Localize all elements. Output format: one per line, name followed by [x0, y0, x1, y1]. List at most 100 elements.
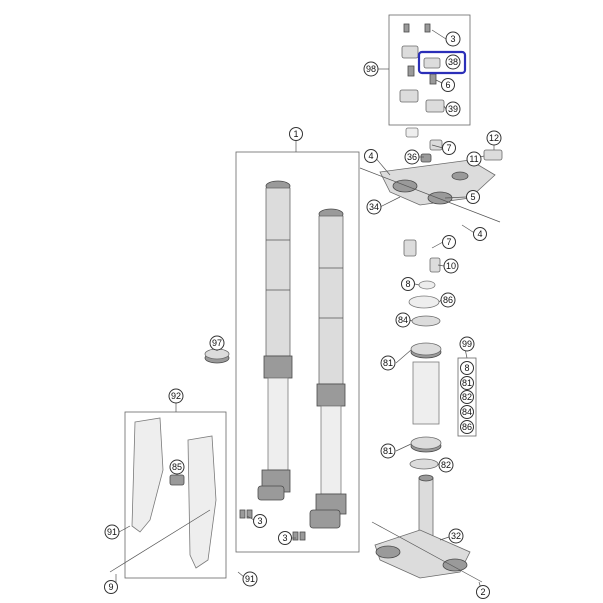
svg-text:6: 6: [445, 80, 450, 90]
kit99-item-8: 8: [460, 361, 474, 375]
callout-82: 82: [438, 457, 454, 473]
callout-2: 2: [476, 585, 490, 599]
fork-guard-box: [124, 411, 227, 579]
svg-text:8: 8: [464, 363, 469, 373]
callout-32: 32: [448, 528, 464, 544]
callout-34: 34: [366, 199, 382, 215]
bearing-top: [410, 342, 442, 359]
fork-guard-left: [131, 417, 164, 533]
svg-text:3: 3: [282, 533, 287, 543]
svg-text:3: 3: [257, 516, 262, 526]
o-ring: [418, 280, 436, 290]
svg-text:36: 36: [407, 152, 417, 162]
svg-text:3: 3: [450, 34, 455, 44]
svg-text:81: 81: [462, 378, 472, 388]
kit99-item-86: 86: [460, 420, 474, 434]
head-tube-outline: [412, 361, 440, 425]
fork-guard-right: [187, 435, 217, 569]
callout-7-bottom: 7: [442, 235, 456, 249]
svg-text:84: 84: [462, 407, 472, 417]
svg-text:10: 10: [446, 261, 456, 271]
steering-stem: [418, 474, 434, 549]
callout-10: 10: [443, 258, 459, 274]
guard-centerline: [109, 509, 211, 573]
callout-84: 84: [395, 312, 411, 328]
svg-text:86: 86: [443, 295, 453, 305]
fork-assembly-box: [235, 151, 360, 553]
svg-text:82: 82: [441, 460, 451, 470]
callout-7-top: 7: [442, 141, 456, 155]
svg-text:91: 91: [245, 574, 255, 584]
callout-12: 12: [486, 130, 502, 146]
svg-text:91: 91: [107, 527, 117, 537]
svg-text:81: 81: [383, 358, 393, 368]
lower-clamp-axis: [371, 521, 483, 583]
axle-clamp-bolts-left: [239, 509, 253, 519]
callout-5: 5: [466, 190, 480, 204]
svg-text:99: 99: [462, 339, 472, 349]
callout-1: 1: [289, 127, 303, 141]
svg-text:9: 9: [108, 582, 113, 592]
handlebar-clamp: [483, 149, 503, 161]
lower-triple-clamp: [374, 529, 471, 579]
callout-4-bottom: 4: [473, 227, 487, 241]
leader-lines: [115, 29, 495, 593]
kit99-item-81: 81: [460, 376, 474, 390]
seal-ring-bottom: [409, 458, 439, 470]
callout-11: 11: [466, 151, 482, 167]
svg-text:98: 98: [366, 64, 376, 74]
svg-text:82: 82: [462, 392, 472, 402]
axle-clamp-bolts-right: [292, 531, 306, 541]
callout-3-left: 3: [253, 514, 267, 528]
svg-text:5: 5: [470, 192, 475, 202]
callout-4-top: 4: [364, 149, 378, 163]
fork-leg-left: [257, 180, 293, 501]
callout-91-bottom: 91: [242, 571, 258, 587]
svg-text:38: 38: [448, 57, 458, 67]
svg-text:34: 34: [369, 202, 379, 212]
svg-text:7: 7: [446, 237, 451, 247]
ring-nut: [204, 348, 230, 364]
svg-text:8: 8: [405, 279, 410, 289]
svg-text:85: 85: [172, 462, 182, 472]
svg-text:97: 97: [212, 338, 222, 348]
svg-text:12: 12: [489, 133, 499, 143]
callout-86: 86: [440, 292, 456, 308]
svg-text:1: 1: [293, 129, 298, 139]
callout-85: 85: [169, 459, 185, 475]
callout-3-right: 3: [278, 531, 292, 545]
clamp-kit-parts: [399, 23, 445, 113]
lower-rubber-mounts: [403, 239, 441, 273]
dust-seal-top: [408, 295, 440, 309]
kit99-item-84: 84: [460, 405, 474, 419]
callout-8: 8: [401, 277, 415, 291]
clamp-bolt-axis: [359, 167, 501, 223]
callout-3-clamp: 3: [445, 31, 461, 47]
svg-text:11: 11: [469, 154, 478, 164]
svg-text:32: 32: [451, 531, 461, 541]
seal-ring-top: [411, 315, 441, 327]
callout-36: 36: [404, 149, 420, 165]
callout-9: 9: [104, 580, 118, 594]
svg-text:81: 81: [383, 446, 393, 456]
callout-81-bottom: 81: [380, 443, 396, 459]
callout-6: 6: [441, 78, 455, 92]
svg-text:39: 39: [448, 104, 458, 114]
upper-rubber-mounts: [405, 127, 443, 163]
callout-39: 39: [445, 101, 461, 117]
svg-text:4: 4: [368, 151, 373, 161]
bearing-bottom: [410, 436, 442, 453]
callout-92: 92: [168, 388, 184, 404]
callout-91-left: 91: [104, 524, 120, 540]
svg-text:2: 2: [480, 587, 485, 597]
guard-bracket: [169, 474, 185, 486]
svg-text:86: 86: [462, 422, 472, 432]
svg-text:7: 7: [446, 143, 451, 153]
highlight-38: [417, 50, 467, 75]
svg-text:4: 4: [477, 229, 482, 239]
callout-98: 98: [363, 61, 379, 77]
callout-97: 97: [209, 335, 225, 351]
svg-text:92: 92: [171, 391, 181, 401]
kit99-item-82: 82: [460, 390, 474, 404]
